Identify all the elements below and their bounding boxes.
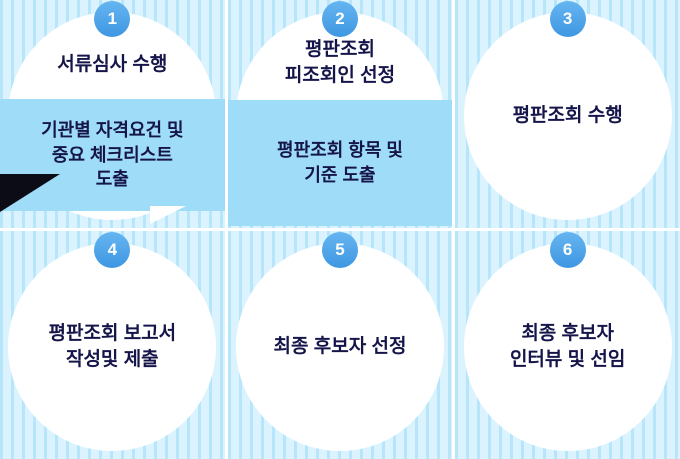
step-title: 평판조회 수행 bbox=[512, 105, 623, 127]
step-number-badge: 5 bbox=[321, 232, 358, 268]
step-title: 평판조회 보고서 작성및 제출 bbox=[48, 323, 177, 370]
step-number: 5 bbox=[335, 240, 345, 259]
step-cell-3: 평판조회 수행 3 bbox=[455, 0, 680, 228]
step-number: 2 bbox=[335, 9, 345, 28]
step-number: 4 bbox=[107, 240, 118, 259]
step-title: 평판조회 피조회인 선정 bbox=[284, 39, 396, 86]
step-number-badge: 3 bbox=[549, 1, 586, 37]
step-cell-2: 평판조회 항목 및 기준 도출 평판조회 피조회인 선정 2 bbox=[227, 0, 453, 228]
step-number: 6 bbox=[562, 240, 573, 259]
step-number: 1 bbox=[107, 9, 118, 28]
step-number: 3 bbox=[562, 9, 573, 28]
step-circle bbox=[8, 243, 217, 451]
step-detail-box: 기관별 자격요건 및 중요 체크리스트 도출 bbox=[0, 99, 225, 211]
step-circle bbox=[463, 243, 672, 451]
step-number-badge: 2 bbox=[321, 1, 358, 37]
step-number-badge: 4 bbox=[94, 232, 131, 268]
speech-tail-dark bbox=[0, 174, 60, 212]
step-cell-4: 평판조회 보고서 작성및 제출 4 bbox=[0, 231, 225, 459]
speech-tail-light bbox=[150, 206, 186, 224]
step-number-badge: 1 bbox=[94, 1, 131, 37]
step-title: 최종 후보자 선정 bbox=[273, 336, 407, 358]
step-cell-6: 최종 후보자 인터뷰 및 선임 6 bbox=[455, 231, 680, 459]
step-circle bbox=[235, 243, 444, 451]
step-cell-1: 기관별 자격요건 및 중요 체크리스트 도출 서류심사 수행 1 bbox=[0, 0, 225, 228]
step-title: 서류심사 수행 bbox=[57, 54, 168, 76]
step-circle bbox=[463, 12, 672, 220]
step-title: 최종 후보자 인터뷰 및 선임 bbox=[509, 323, 626, 370]
step-detail-box: 평판조회 항목 및 기준 도출 bbox=[227, 100, 453, 226]
step-number-badge: 6 bbox=[549, 232, 586, 268]
step-cell-5: 최종 후보자 선정 5 bbox=[227, 231, 453, 459]
